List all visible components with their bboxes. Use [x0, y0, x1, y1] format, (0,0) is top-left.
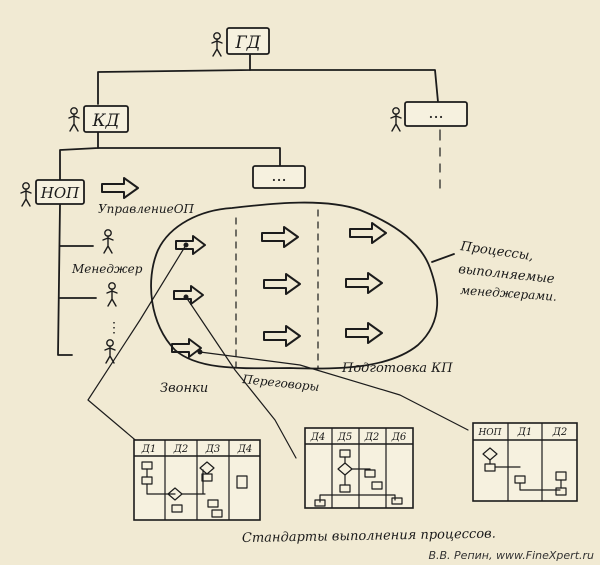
sub-dept-label: ... [271, 166, 286, 185]
process-arrow [261, 226, 299, 248]
org-node-sales-head: НОП УправлениеОП [20, 177, 195, 216]
org-node-commercial-director: КД [68, 105, 129, 133]
manager-dots: ⋮ [107, 320, 121, 336]
gd-label: ГД [234, 33, 261, 53]
processes-line3: менеджерами. [460, 283, 557, 304]
manager-figure [106, 282, 118, 307]
table3-header: Д1 [517, 427, 533, 438]
sales-management-label: УправлениеОП [98, 202, 195, 216]
process-arrow [263, 273, 301, 295]
table1-header: Д1 [141, 444, 157, 455]
kd-box [83, 105, 129, 133]
process-arrow [175, 235, 206, 255]
table2-header: Д6 [391, 432, 407, 443]
table3-header: Д2 [552, 427, 568, 438]
proposal-label: Подготовка КП [341, 361, 453, 376]
standard-table-3: НОП Д1 Д2 [472, 422, 578, 502]
standard-table-2: Д4 Д5 Д2 Д6 [304, 427, 414, 509]
org-connectors [57, 54, 441, 356]
kd-label: КД [92, 111, 121, 131]
zoom-lines [87, 244, 469, 459]
managers: Менеджер ⋮ [71, 229, 143, 364]
nop-label: НОП [40, 184, 80, 202]
process-arrow [345, 322, 383, 344]
org-node-general-director: ГД [211, 27, 270, 57]
table1-header: Д2 [173, 444, 189, 455]
standards-caption: Стандарты выполнения процессов. [242, 527, 496, 546]
sales-management-arrow [101, 177, 139, 199]
credit-text: В.В. Репин, www.FineXpert.ru [428, 549, 594, 562]
nop-box [35, 179, 85, 205]
other-dept-box [404, 101, 468, 127]
manager-figure [104, 339, 116, 364]
table2-header: Д4 [310, 432, 326, 443]
manager-label: Менеджер [71, 262, 143, 276]
org-node-other-department: ... [390, 101, 468, 132]
table3-header: НОП [477, 428, 501, 438]
sub-dept-box [252, 165, 306, 189]
other-dept-label: ... [428, 103, 443, 122]
process-arrow [345, 272, 383, 294]
org-node-sub-department: ... [252, 165, 306, 189]
processes-line1: Процессы, [458, 239, 534, 264]
processes-annotation: Процессы, выполняемые менеджерами. [431, 239, 557, 304]
table2-header: Д2 [364, 432, 380, 443]
negotiations-label: Переговоры [241, 372, 320, 394]
process-arrow [349, 222, 387, 244]
manager-figure [102, 229, 114, 254]
table2-header: Д5 [337, 432, 353, 443]
gd-box [226, 27, 270, 55]
table1-header: Д4 [237, 444, 253, 455]
standard-table-1: Д1 Д2 Д3 Д4 [133, 439, 261, 521]
table1-header: Д3 [205, 444, 221, 455]
process-arrow [171, 338, 202, 358]
process-cloud [150, 201, 439, 373]
process-arrow [263, 325, 301, 347]
calls-label: Звонки [160, 381, 208, 396]
